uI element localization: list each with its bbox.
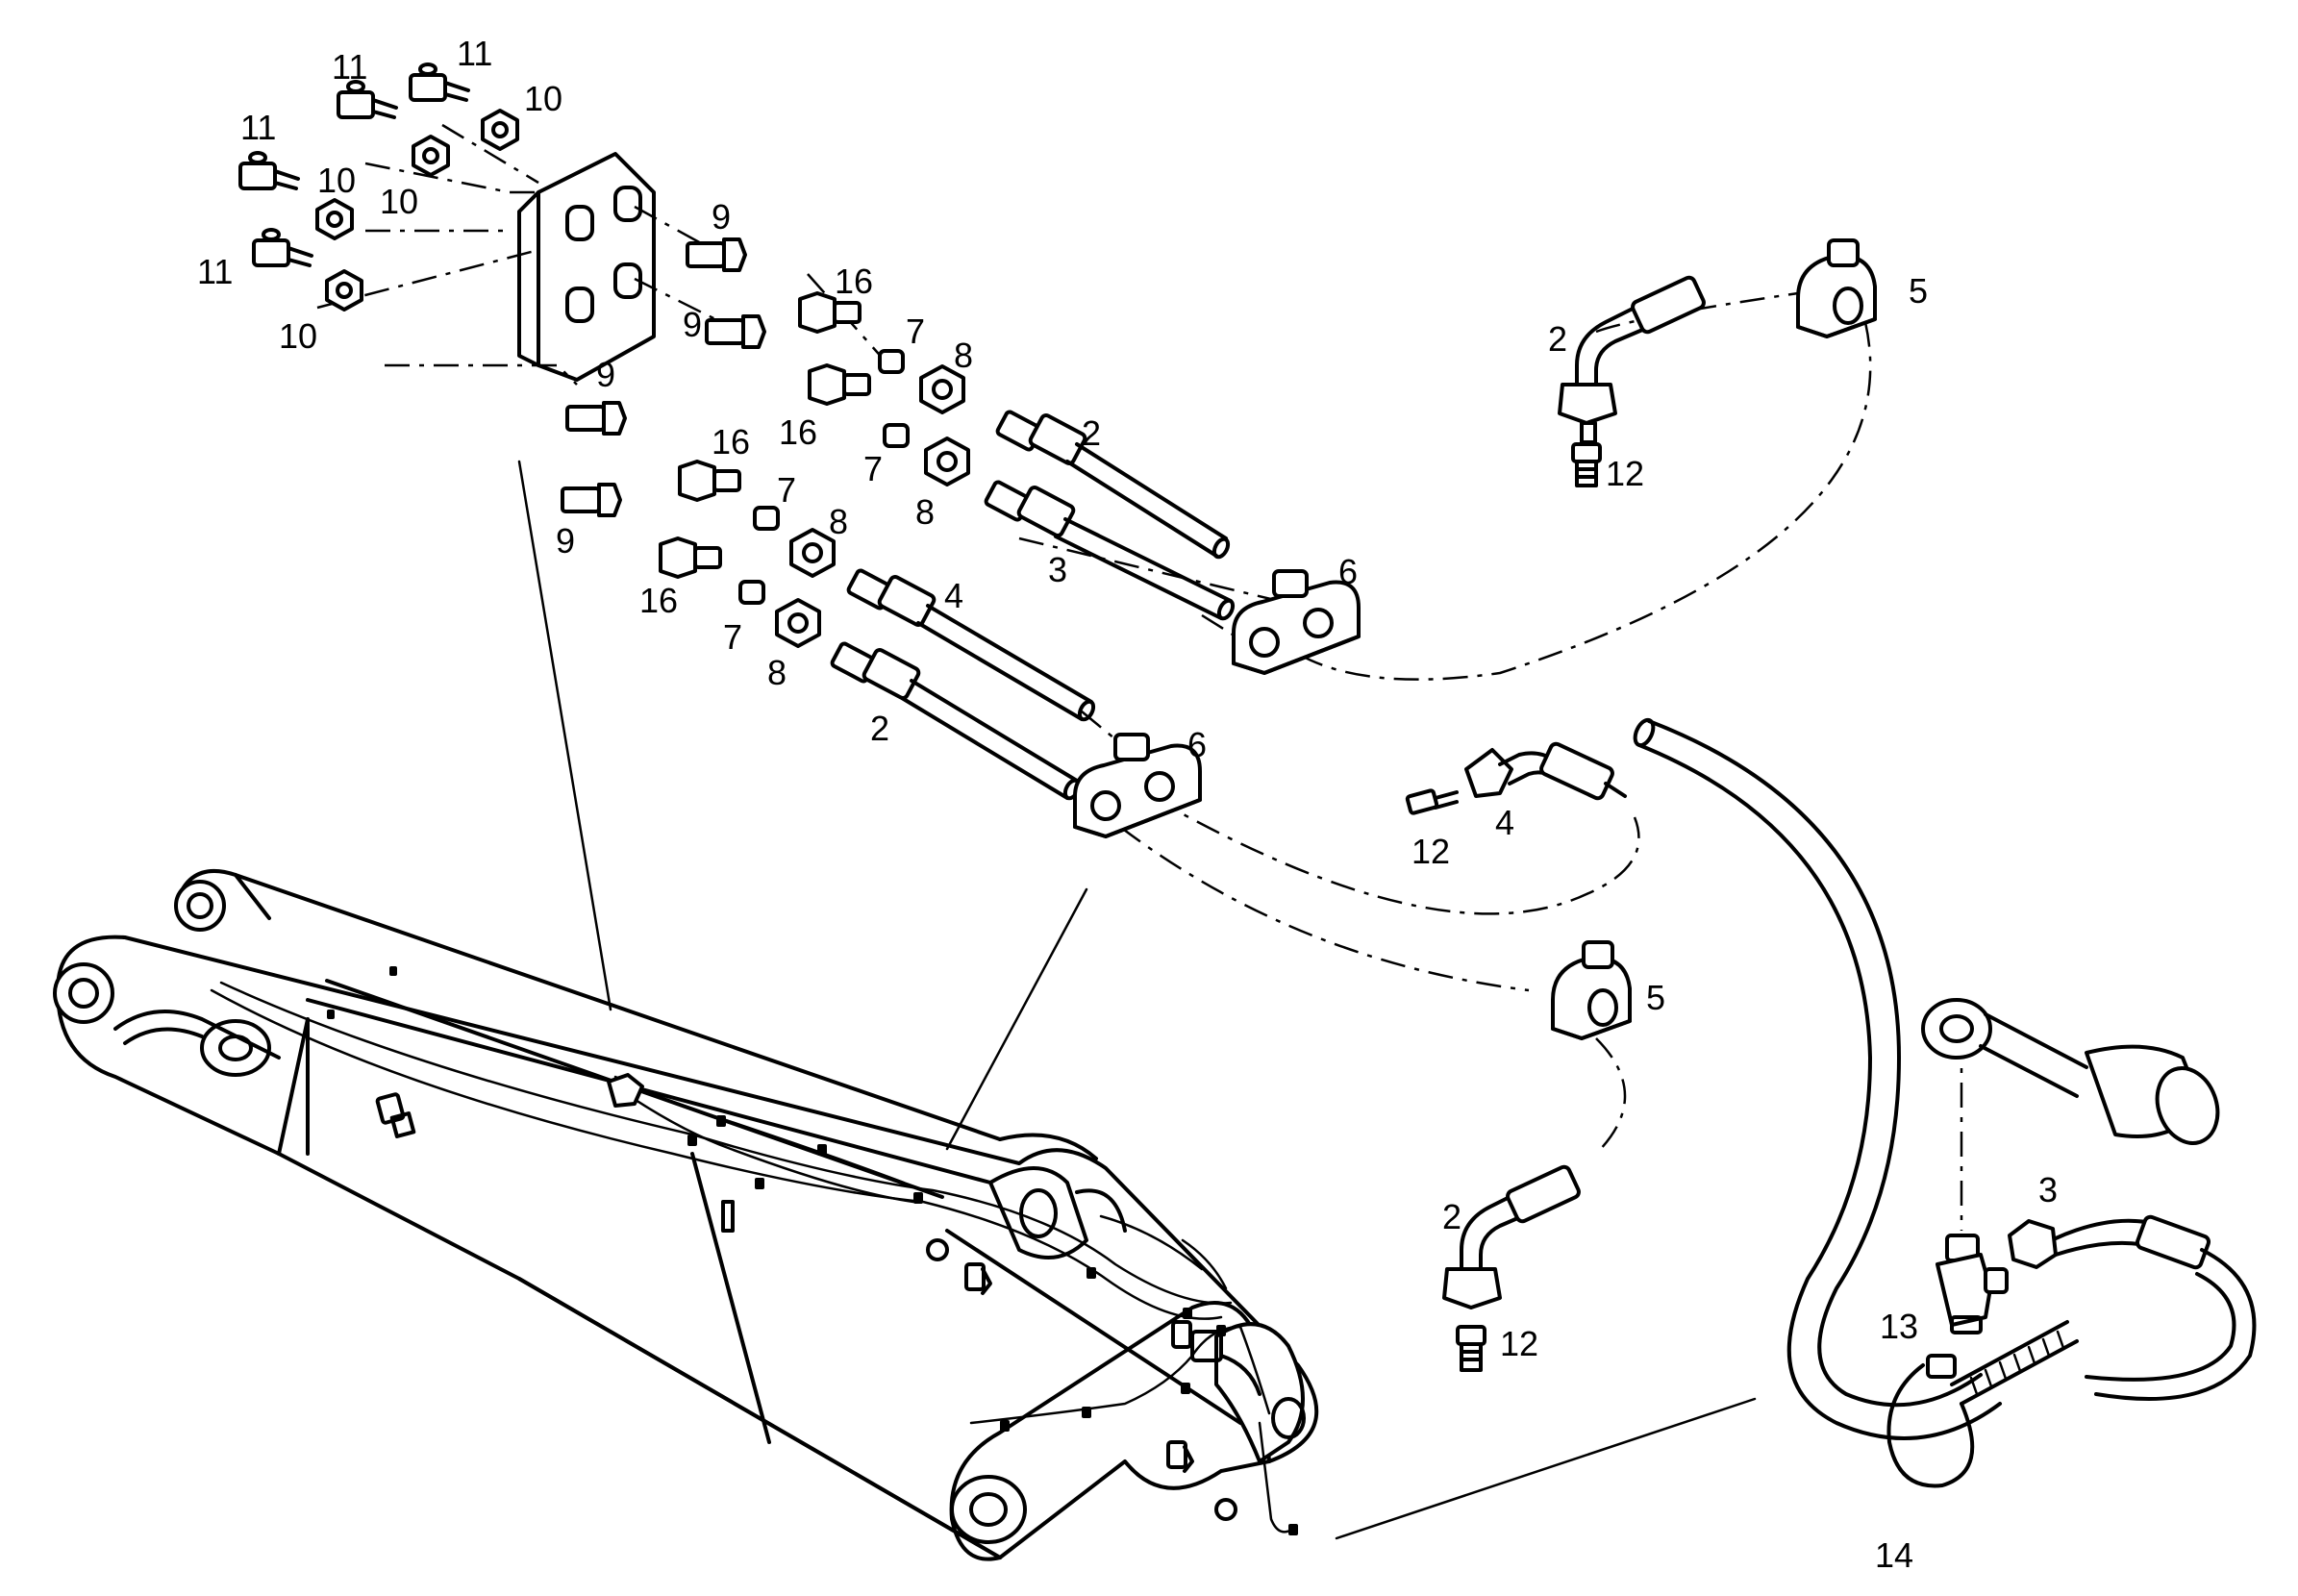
- callout-8: 8: [915, 492, 935, 532]
- callout-3: 3: [2038, 1170, 2058, 1209]
- callout-6: 6: [1187, 725, 1207, 764]
- callout-4: 4: [1495, 803, 1514, 842]
- mounting-plate: [517, 152, 656, 382]
- callout-2: 2: [1548, 319, 1567, 359]
- nipple-12-bottom: [1456, 1325, 1486, 1372]
- boom-hydraulic-lines: [210, 966, 1298, 1535]
- tee-fitting-13: [1936, 1234, 2009, 1334]
- sleeves-7: [738, 349, 910, 605]
- cable-tie-14: [1886, 1320, 2079, 1488]
- callout-2: 2: [870, 709, 889, 748]
- callout-11: 11: [240, 108, 276, 147]
- callout-9: 9: [596, 355, 615, 394]
- callout-10: 10: [317, 161, 356, 200]
- callout-8: 8: [829, 502, 848, 541]
- callout-10: 10: [380, 182, 418, 221]
- leader-lines: [517, 460, 1757, 1540]
- callout-7: 7: [863, 449, 883, 488]
- callout-16: 16: [835, 262, 873, 301]
- adapters-16: [659, 291, 871, 579]
- callout-11: 11: [197, 252, 233, 291]
- elbow-tube-middle: [1464, 741, 1627, 801]
- tubes-straight: [830, 410, 1236, 801]
- hose-3: [2008, 1214, 2257, 1401]
- callout-10: 10: [279, 316, 317, 356]
- callout-8: 8: [767, 653, 787, 692]
- callout-11: 11: [457, 34, 492, 73]
- callout-labels: 11 11 11 11 10 10 10 10 9 9 9 9 16 16 16…: [197, 34, 2058, 1575]
- callout-16: 16: [712, 422, 750, 461]
- callout-12: 12: [1411, 832, 1450, 871]
- callout-16: 16: [779, 412, 817, 452]
- callout-14: 14: [1875, 1535, 1913, 1575]
- callout-7: 7: [906, 312, 925, 351]
- long-hose-14: [1633, 717, 2002, 1440]
- callout-6: 6: [1338, 552, 1358, 591]
- callout-13: 13: [1880, 1307, 1918, 1346]
- cylinder: [1921, 998, 2220, 1145]
- callout-5: 5: [1646, 978, 1665, 1017]
- nuts-10: [315, 109, 519, 312]
- elbow-tube-top: [1558, 275, 1706, 444]
- callout-8: 8: [954, 336, 973, 375]
- bolts-9: [561, 237, 766, 517]
- callout-2: 2: [1442, 1197, 1461, 1236]
- nuts-8: [775, 364, 970, 648]
- callout-7: 7: [777, 470, 796, 510]
- bleed-screws-11: [238, 62, 470, 267]
- callout-12: 12: [1606, 454, 1644, 493]
- callout-9: 9: [712, 197, 731, 237]
- nipple-12-middle: [1405, 788, 1459, 815]
- boom-arm: [53, 868, 1319, 1561]
- callout-2: 2: [1082, 413, 1101, 453]
- callout-4: 4: [944, 576, 963, 615]
- callout-16: 16: [639, 581, 678, 620]
- callout-5: 5: [1909, 271, 1928, 311]
- callout-9: 9: [683, 305, 702, 344]
- callout-3: 3: [1048, 550, 1067, 589]
- single-clamps-5: [1551, 238, 1877, 1040]
- callout-9: 9: [556, 521, 575, 561]
- elbow-tube-bottom: [1442, 1164, 1581, 1309]
- double-clamps-6: [1073, 569, 1361, 838]
- callout-11: 11: [332, 47, 367, 87]
- callout-10: 10: [524, 79, 562, 118]
- callout-7: 7: [723, 617, 742, 657]
- callout-12: 12: [1500, 1324, 1538, 1363]
- nipple-12-top: [1571, 442, 1602, 487]
